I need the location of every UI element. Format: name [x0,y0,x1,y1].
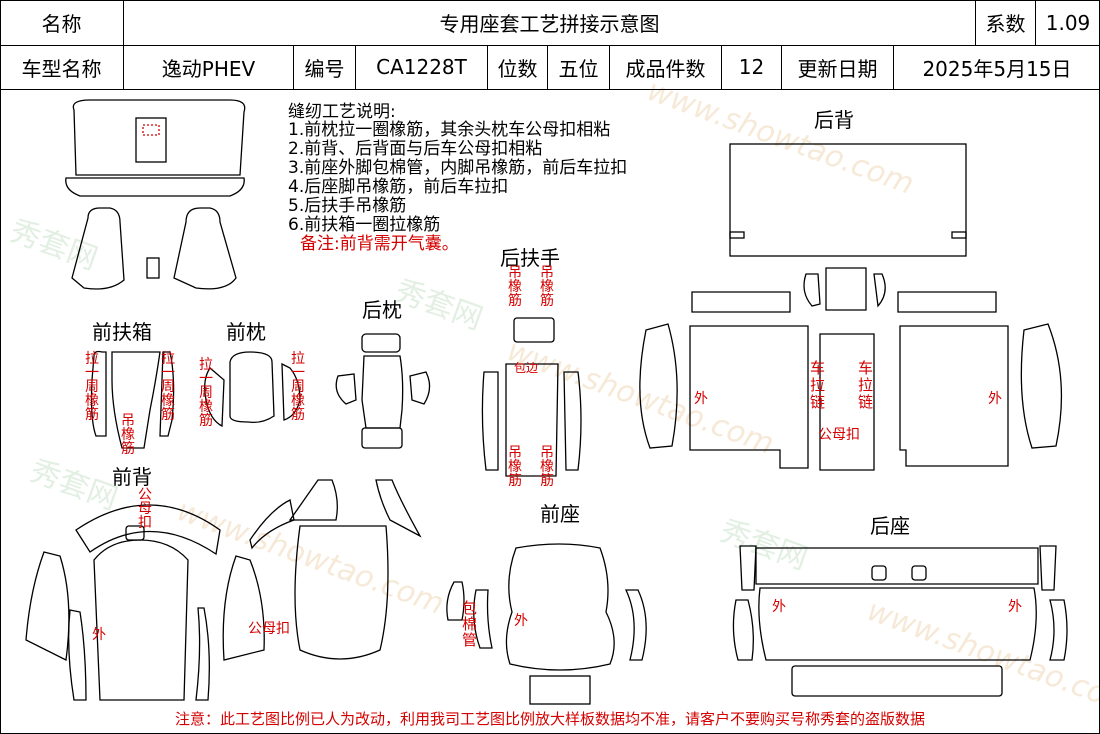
seats-label: 位数 [488,45,548,89]
date-label: 更新日期 [782,45,894,89]
pieces-label: 成品件数 [610,45,722,89]
annotation-diao-xiang-jin: 吊橡筋 [121,413,135,457]
page-title: 专用座套工艺拼接示意图 [124,0,976,45]
annotation-bao-mian-guan: 包棉管 [462,599,478,649]
date-value: 2025年5月15日 [922,56,1072,81]
front-armbox-pieces [90,350,175,449]
annotation-wai: 外 [92,627,106,643]
annotation-la-yi-zhou: 拉一周橡筋 [85,351,99,423]
notes-remark: 备注:前背需开气囊。 [300,234,459,254]
annotation-diao-xiang-jin: 吊橡筋 [540,265,554,309]
annotation-gong-mu-kou: 公母扣 [248,621,290,637]
label-front-back: 前背 [112,465,152,489]
footer-notice: 注意：此工艺图比例已人为改动，利用我司工艺图比例放大样板数据均不准，请客户不要购… [174,710,925,728]
notes-title: 缝纫工艺说明: [288,102,396,122]
model-value: 逸动PHEV [124,45,294,89]
rear-seat-pieces [732,545,1068,697]
code-value: CA1228T [356,45,488,89]
annotation-diao-xiang-jin: 吊橡筋 [508,265,522,309]
annotation-gong-mu-kou: 公母扣 [138,487,152,531]
label-front-armbox: 前扶箱 [92,320,152,344]
annotation-la-yi-zhou: 拉一周橡筋 [291,351,305,423]
annotation-wai: 外 [514,613,528,629]
note-item: 2.前背、后背面与后车公母扣相粘 [288,139,543,159]
label-rear-back: 后背 [814,108,854,132]
annotation-diao-xiang-jin: 吊橡筋 [540,445,554,489]
note-item: 3.前座外脚包棉管，内脚吊橡筋，前后车拉扣 [288,158,628,178]
note-item: 1.前枕拉一圈橡筋，其余头枕车公母扣相粘 [288,120,611,140]
seats-value: 五位 [548,45,610,89]
name-label: 名称 [0,0,124,45]
front-back-pieces [25,479,422,701]
note-item: 6.前扶箱一圈拉橡筋 [288,215,441,235]
label-front-headrest: 前枕 [226,320,266,344]
annotation-la-yi-zhou: 拉一周橡筋 [199,357,213,429]
annotation-wai: 外 [1008,599,1022,615]
annotation-wai: 外 [988,391,1002,407]
front-headrest-pieces [204,351,301,428]
label-rear-armrest: 后扶手 [500,246,560,270]
annotation-che-la-lian: 车拉链 [858,359,874,411]
pieces-value: 12 [722,45,782,89]
code-label: 编号 [294,45,356,89]
coef-label: 系数 [976,0,1036,45]
seat-overview-icon [65,99,246,290]
annotation-che-la-lian: 车拉链 [810,359,826,411]
annotation-bao-bian: 包边 [514,361,539,375]
annotation-wai: 外 [772,599,786,615]
annotation-wai: 外 [694,391,708,407]
label-front-seat: 前座 [540,502,580,526]
label-rear-headrest: 后枕 [362,298,402,322]
rear-back-pieces [639,143,1063,471]
annotation-la-yi-zhou: 拉一周橡筋 [161,351,175,423]
model-label: 车型名称 [0,45,124,89]
annotation-gong-mu-kou: 公母扣 [818,427,860,443]
label-rear-seat: 后座 [870,514,910,538]
annotation-diao-xiang-jin: 吊橡筋 [508,445,522,489]
rear-headrest-pieces [335,333,431,449]
note-item: 4.后座脚吊橡筋，前后车拉扣 [288,177,509,197]
front-seat-pieces [446,543,647,705]
rear-armrest-pieces [481,317,582,477]
coef-value: 1.09 [1045,10,1091,35]
note-item: 5.后扶手吊橡筋 [288,196,407,216]
